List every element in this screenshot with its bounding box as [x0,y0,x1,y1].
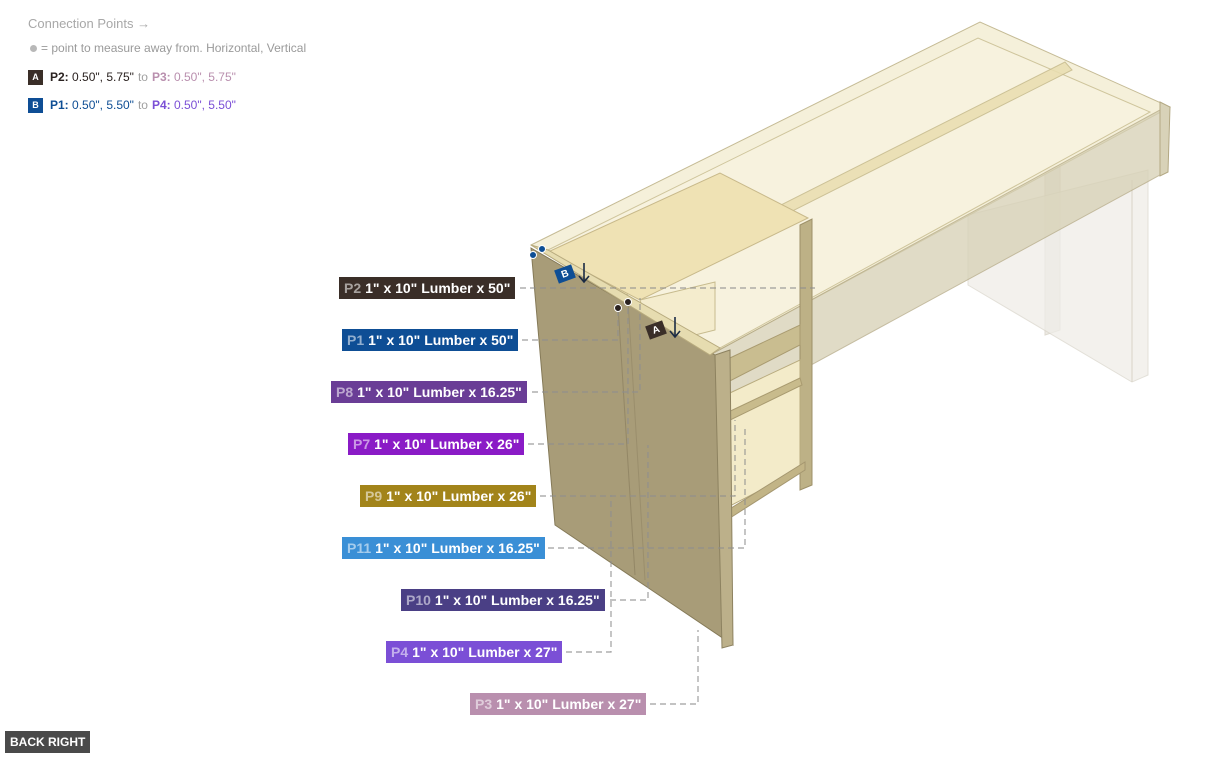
from-id: P2: [50,70,69,84]
part-id: P9 [365,488,383,504]
part-desc: 1" x 10" Lumber x 27" [412,644,558,660]
part-desc: 1" x 10" Lumber x 26" [386,488,532,504]
part-id: P4 [391,644,409,660]
connection-dot-a2 [624,298,632,306]
badge-b: B [28,97,43,113]
dot-icon [30,44,37,52]
to-value: 0.50", 5.50" [173,98,236,112]
part-desc: 1" x 10" Lumber x 16.25" [434,592,600,608]
badge-a: A [28,69,43,85]
part-id: P7 [353,436,371,452]
cabinet-side [799,218,813,491]
part-id: P10 [406,592,431,608]
part-desc: 1" x 10" Lumber x 50" [365,280,511,296]
to-word: to [137,70,148,84]
part-id: P11 [347,540,372,556]
to-word: to [137,98,148,112]
view-back-right-button[interactable]: BACK RIGHT [5,731,91,753]
part-id: P2 [344,280,362,296]
legend-note-text: = point to measure away from. Horizontal… [41,41,307,55]
part-id: P8 [336,384,354,400]
arrow-down-icon [578,263,681,339]
part-desc: 1" x 10" Lumber x 50" [368,332,514,348]
legend-title: Connection Points → [28,16,151,31]
connection-dot-b1 [529,251,537,259]
legend-note: = point to measure away from. Horizontal… [30,41,306,55]
cabinet-top [546,172,810,301]
to-id: P4: [151,98,171,112]
to-value: 0.50", 5.75" [173,70,236,84]
part-desc: 1" x 10" Lumber x 16.25" [357,384,522,400]
part-desc: 1" x 10" Lumber x 16.25" [375,540,540,556]
part-id: P3 [475,696,493,712]
from-value: 0.50", 5.75" [72,70,134,84]
from-id: P1: [50,98,69,112]
part-desc: 1" x 10" Lumber x 27" [496,696,642,712]
connection-dot-b2 [538,245,546,253]
connection-dot-a1 [614,304,622,312]
connection-row-b: B P1: 0.50", 5.50" to P4: 0.50", 5.50" [28,97,306,113]
part-id: P1 [347,332,365,348]
from-value: 0.50", 5.50" [72,98,134,112]
connection-legend: Connection Points → = point to measure a… [28,16,306,125]
connection-row-a: A P2: 0.50", 5.75" to P3: 0.50", 5.75" [28,69,306,85]
part-desc: 1" x 10" Lumber x 26" [374,436,520,452]
to-id: P3: [151,70,171,84]
